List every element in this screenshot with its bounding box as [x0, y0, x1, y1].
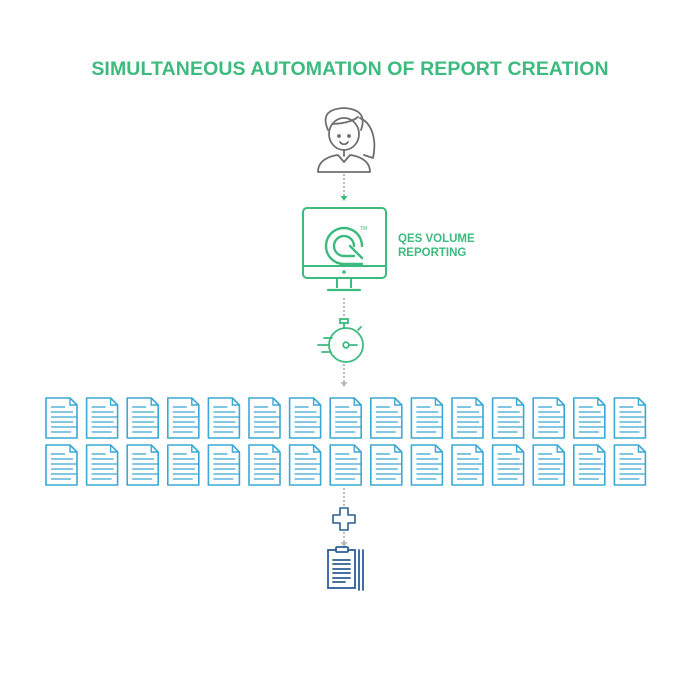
monitor-icon	[302, 207, 387, 292]
product-label-line1: QES VOLUME	[398, 233, 475, 245]
report-document-icon	[370, 397, 403, 439]
report-document-icon	[573, 397, 606, 439]
report-document-icon	[167, 397, 200, 439]
report-document-icon	[370, 444, 403, 486]
report-document-icon	[288, 444, 322, 486]
report-document-icon	[126, 444, 159, 486]
trademark-mark: TM	[360, 226, 367, 232]
woman-avatar-icon	[317, 107, 376, 173]
stopwatch-icon	[317, 318, 364, 363]
report-document-icon	[451, 397, 484, 439]
report-document-icon	[45, 397, 78, 439]
report-document-icon	[491, 444, 525, 486]
connector-arrow	[340, 364, 348, 387]
product-label-line2: REPORTING	[398, 247, 466, 259]
combined-report-icon	[327, 546, 364, 591]
report-document-icon	[329, 397, 362, 439]
report-document-icon	[288, 397, 322, 439]
plus-icon	[332, 507, 356, 531]
report-document-icon	[451, 444, 484, 486]
report-document-icon	[532, 397, 565, 439]
report-document-icon	[126, 397, 159, 439]
report-document-icon	[613, 397, 647, 439]
report-document-icon	[167, 444, 200, 486]
report-document-icon	[491, 397, 525, 439]
report-document-icon	[248, 397, 281, 439]
page-title: SIMULTANEOUS AUTOMATION OF REPORT CREATI…	[91, 58, 609, 80]
report-document-icon	[85, 397, 119, 439]
report-document-icon	[248, 444, 281, 486]
reports-grid	[45, 397, 647, 486]
connector-arrow	[340, 174, 348, 201]
report-document-icon	[613, 444, 647, 486]
connector-arrow	[340, 532, 348, 547]
report-document-icon	[45, 444, 78, 486]
report-document-icon	[410, 397, 444, 439]
report-document-icon	[207, 397, 241, 439]
report-document-icon	[532, 444, 565, 486]
report-document-icon	[329, 444, 362, 486]
report-document-icon	[85, 444, 119, 486]
report-document-icon	[410, 444, 444, 486]
report-document-icon	[573, 444, 606, 486]
report-document-icon	[207, 444, 241, 486]
qes-logo-icon	[324, 226, 364, 266]
